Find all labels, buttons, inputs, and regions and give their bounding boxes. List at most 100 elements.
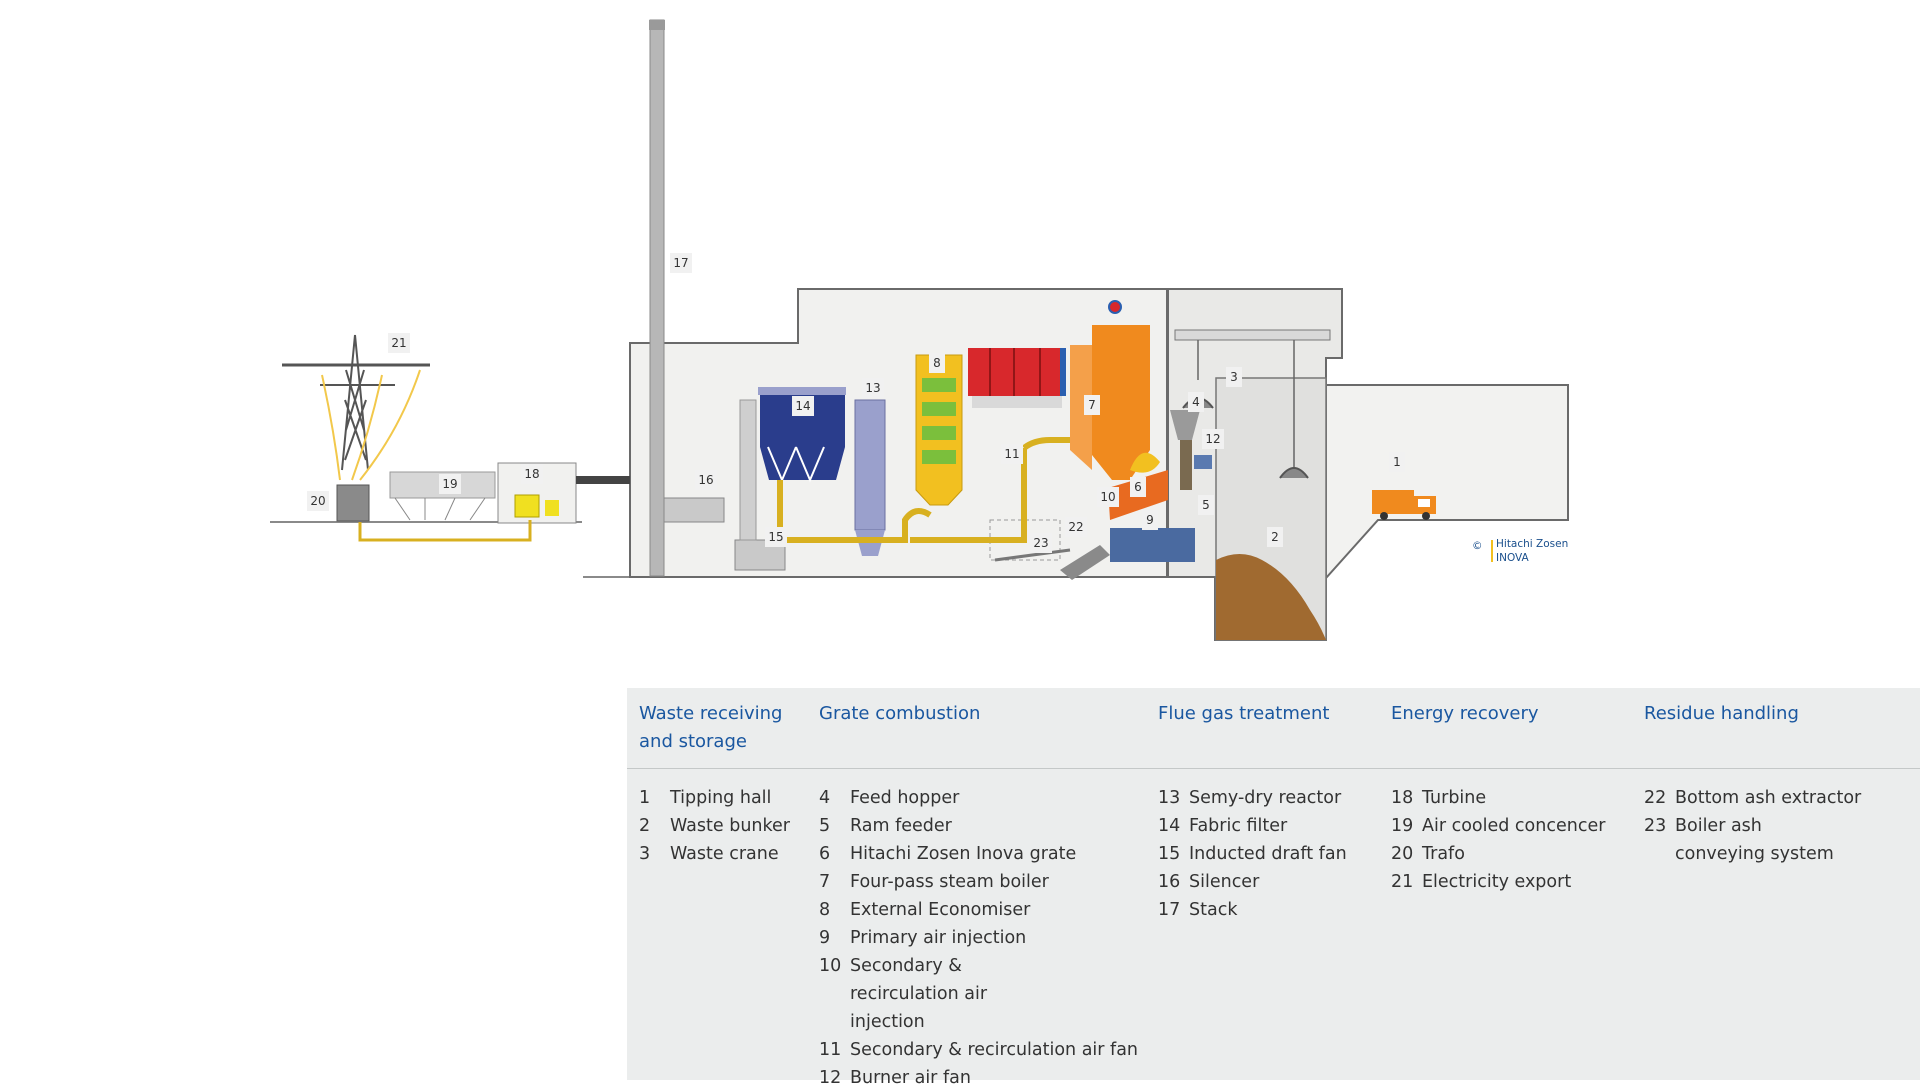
callout-box-18 — [521, 464, 543, 484]
callout-box-5 — [1198, 495, 1214, 515]
callout-label-19: 19 — [442, 477, 457, 491]
callout-box-3 — [1226, 367, 1242, 387]
callout-box-7 — [1084, 395, 1100, 415]
callout-label-4: 4 — [1192, 395, 1200, 409]
feed-hopper — [1170, 410, 1200, 440]
copyright-line2: INOVA — [1496, 552, 1530, 564]
callout-label-14: 14 — [795, 399, 810, 413]
callout-label-10: 10 — [1100, 490, 1115, 504]
callout-label-3: 3 — [1230, 370, 1238, 384]
callout-box-11 — [1001, 444, 1023, 464]
callout-box-19 — [439, 474, 461, 494]
callout-label-23: 23 — [1033, 536, 1048, 550]
callout-label-2: 2 — [1271, 530, 1279, 544]
plant-diagram: © Hitachi Zosen INOVA 123456789101112131… — [270, 19, 1569, 641]
power-lines — [321, 369, 421, 481]
stack — [649, 19, 665, 577]
copyright-symbol: © — [1472, 540, 1483, 552]
callout-box-16 — [695, 470, 717, 490]
silencer — [663, 497, 725, 523]
steam-drum — [1108, 300, 1122, 314]
waste-pile — [1216, 554, 1326, 640]
callout-box-21 — [388, 333, 410, 353]
callout-box-22 — [1065, 517, 1087, 537]
callout-label-11: 11 — [1004, 447, 1019, 461]
callout-box-9 — [1142, 510, 1158, 530]
legend-heading: Flue gas treatment — [1158, 703, 1330, 724]
callout-label-1: 1 — [1393, 455, 1401, 469]
copyright-line1: Hitachi Zosen — [1496, 538, 1568, 550]
flue-gas-duct — [777, 448, 1027, 543]
callout-box-12 — [1202, 429, 1224, 449]
callout-box-14 — [792, 396, 814, 416]
callout-box-20 — [307, 491, 329, 511]
callout-label-17: 17 — [673, 256, 688, 270]
callout-box-1 — [1389, 452, 1405, 472]
callout-label-22: 22 — [1068, 520, 1083, 534]
callout-box-8 — [929, 353, 945, 373]
callout-label-13: 13 — [865, 381, 880, 395]
callout-label-16: 16 — [698, 473, 713, 487]
semy-dry-reactor — [854, 399, 886, 531]
callout-box-6 — [1130, 477, 1146, 497]
legend-heading: Residue handling — [1644, 703, 1799, 724]
bottom-ash-extractor — [1060, 545, 1110, 580]
callout-label-20: 20 — [310, 494, 325, 508]
callout-box-13 — [862, 378, 884, 398]
callout-label-18: 18 — [524, 467, 539, 481]
legend-heading: Grate combustion — [819, 703, 981, 724]
burner-air-fan — [1194, 455, 1212, 469]
crane-bridge — [1174, 329, 1331, 341]
electricity-pylon — [341, 334, 369, 471]
primary-air-system — [1110, 528, 1195, 562]
callout-label-12: 12 — [1205, 432, 1220, 446]
callout-label-9: 9 — [1146, 513, 1154, 527]
callout-box-4 — [1188, 392, 1204, 412]
legend-heading: Waste receiving and storage — [639, 703, 783, 752]
callout-label-15: 15 — [768, 530, 783, 544]
callout-label-6: 6 — [1134, 480, 1142, 494]
turbine — [514, 494, 540, 518]
economiser-packs — [922, 378, 956, 464]
legend-heading: Energy recovery — [1391, 703, 1539, 724]
four-pass-steam-boiler — [1092, 325, 1150, 480]
callout-box-15 — [765, 527, 787, 547]
truck — [1372, 490, 1436, 520]
callout-label-8: 8 — [933, 356, 941, 370]
callout-box-10 — [1097, 487, 1119, 507]
callout-box-17 — [670, 253, 692, 273]
callout-label-5: 5 — [1202, 498, 1210, 512]
boiler-convective-pass — [968, 348, 1066, 396]
callout-box-23 — [1030, 533, 1052, 553]
callout-label-7: 7 — [1088, 398, 1096, 412]
flame — [1130, 452, 1160, 473]
callout-label-21: 21 — [391, 336, 406, 350]
steam-bridge — [576, 476, 630, 484]
legend-divider — [627, 768, 1920, 769]
